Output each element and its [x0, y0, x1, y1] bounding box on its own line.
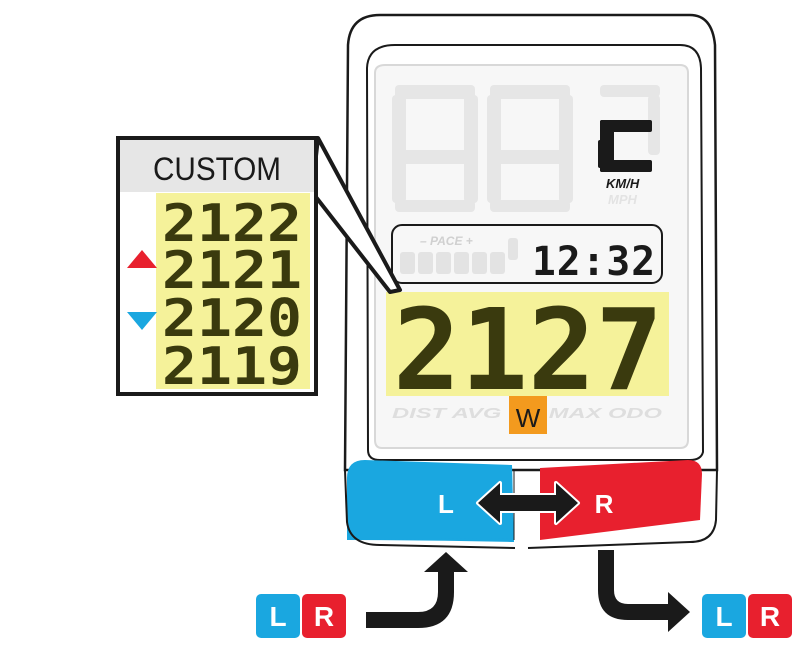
speed-unit-mph: MPH	[608, 192, 638, 207]
mode-badge: W	[509, 396, 547, 434]
hint-right-l: L	[715, 601, 732, 632]
zoom-value-3: 2120	[162, 289, 302, 349]
pace-clock-row: – PACE + 12:32	[391, 224, 663, 285]
mode-badge-label: W	[516, 403, 541, 433]
double-arrow-icon	[476, 481, 580, 525]
zoom-callout: CUSTOM 2122 2121 2120 2119	[116, 136, 402, 397]
hint-right-r: R	[760, 601, 780, 632]
zoom-value-4: 2119	[162, 337, 302, 397]
right-button[interactable]	[540, 460, 702, 540]
ghost-speed-digits	[392, 85, 660, 212]
left-button[interactable]	[350, 462, 513, 540]
pace-label: – PACE +	[420, 234, 473, 248]
hint-left-r: R	[314, 601, 334, 632]
hardware-buttons: L R	[344, 460, 718, 549]
lcd-screen: KM/H MPH – PACE + 12:32 2127 DIST AVG TM…	[386, 85, 669, 434]
triangle-up-icon	[127, 250, 157, 268]
pace-bars	[400, 238, 518, 274]
right-button-label: R	[595, 489, 614, 519]
speed-unit-kmh: KM/H	[606, 176, 640, 191]
speed-small-digit	[598, 120, 652, 172]
hint-left-l: L	[269, 601, 286, 632]
press-hint-left: L R	[256, 594, 346, 638]
clock-time: 12:32	[532, 239, 656, 285]
main-value-area: 2127	[386, 286, 669, 416]
left-button-label: L	[438, 489, 454, 519]
main-value: 2127	[393, 286, 663, 416]
zoom-value-1: 2122	[162, 194, 302, 254]
zoom-panel-title: CUSTOM	[153, 151, 281, 187]
curved-arrow-down-icon	[598, 550, 690, 632]
press-hint-right: L R	[702, 594, 792, 638]
curved-arrow-up-icon	[366, 552, 468, 628]
zoom-value-2: 2121	[162, 241, 302, 301]
triangle-down-icon	[127, 312, 157, 330]
